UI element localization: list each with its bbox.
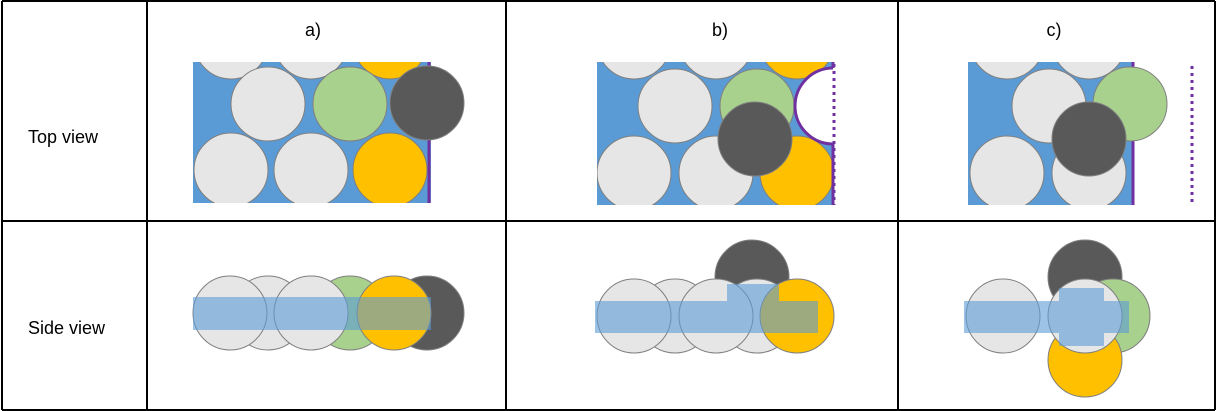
disc-gray <box>975 62 1039 80</box>
disc-gray <box>637 68 713 144</box>
disc-gray <box>597 135 672 205</box>
disc-gray <box>199 62 263 80</box>
side-view-a <box>192 275 465 351</box>
disc-gray <box>230 66 306 142</box>
side-view-c <box>964 239 1151 398</box>
row-label-side-view: Side view <box>28 318 106 338</box>
disc-green <box>312 66 388 142</box>
top-view-b <box>597 62 837 205</box>
top-view-a <box>193 62 465 203</box>
plate-side <box>595 284 818 333</box>
disc-orange <box>352 132 428 203</box>
disc-gray <box>193 132 269 203</box>
disc-dark <box>1051 101 1127 177</box>
plate-side <box>193 297 431 330</box>
disc-dark <box>389 65 465 141</box>
disc-gray <box>273 132 349 203</box>
disc-gray <box>684 62 748 80</box>
disc-gray <box>279 62 343 80</box>
disc-gray <box>1057 62 1121 80</box>
row-label-top-view: Top view <box>28 127 99 147</box>
disc-gray <box>602 62 666 80</box>
column-header-c: c) <box>1046 20 1062 40</box>
column-header-b: b) <box>711 20 728 40</box>
column-header-a: a) <box>304 20 321 40</box>
side-view-b <box>595 239 835 354</box>
plate-side <box>964 288 1129 346</box>
top-view-c <box>968 62 1194 205</box>
disc-dark <box>717 101 793 177</box>
disc-gray <box>969 135 1045 205</box>
